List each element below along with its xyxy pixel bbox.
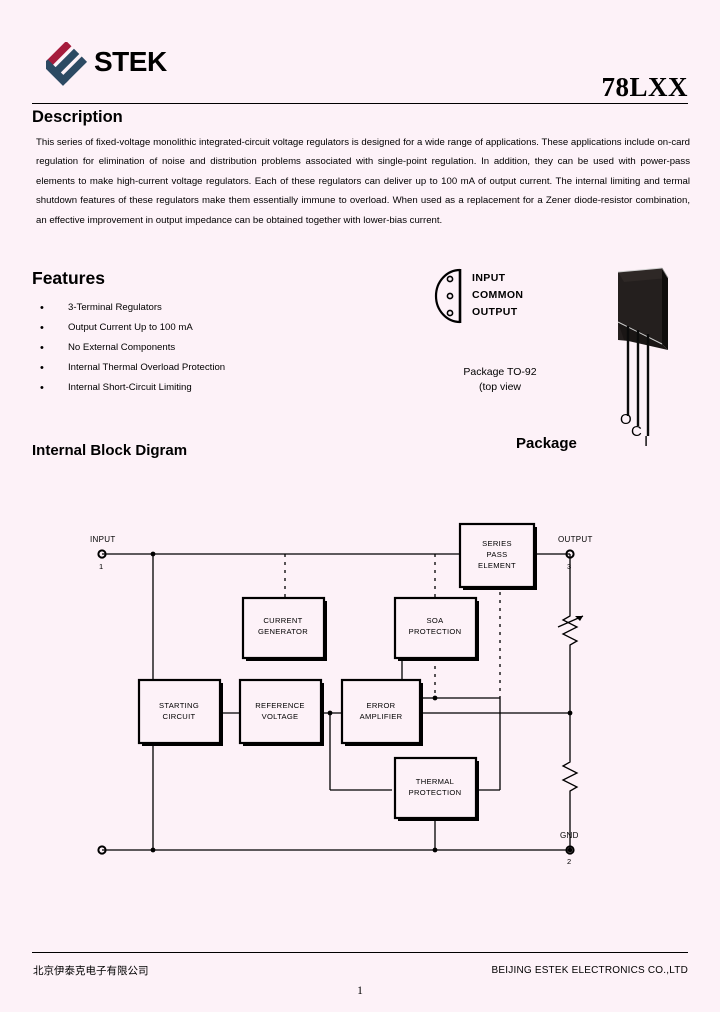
reference-voltage-box <box>238 678 323 745</box>
terminal-label-input: INPUT <box>90 535 116 544</box>
description-body: This series of fixed-voltage monolithic … <box>36 137 690 226</box>
terminal-label-output: OUTPUT <box>558 535 593 544</box>
header-divider <box>32 103 688 104</box>
pin-label-common: COMMON <box>472 289 524 301</box>
terminal-number-output: 3 <box>567 562 571 571</box>
to92-body-top <box>618 268 668 282</box>
block-label: PASS <box>487 550 508 559</box>
error-amplifier-box <box>340 678 422 745</box>
page-number: 1 <box>357 985 363 997</box>
company-logo: STEK <box>46 40 346 92</box>
block-label: GENERATOR <box>258 627 308 636</box>
package-heading: Package <box>516 435 577 452</box>
resistor-lower <box>561 758 579 795</box>
internal-block-diagram: .wire { stroke:#000; stroke-width:1.3; f… <box>90 522 593 865</box>
lead-label-i: I <box>644 433 648 446</box>
block-label: REFERENCE <box>255 701 305 710</box>
estek-logo-icon <box>46 42 88 86</box>
list-item: • Internal Thermal Overload Protection <box>38 358 338 378</box>
series-pass-element-box <box>458 522 536 589</box>
bullet-icon: • <box>40 322 44 334</box>
terminal-number-input: 1 <box>99 562 103 571</box>
starting-circuit-box <box>137 678 222 745</box>
block-label: PROTECTION <box>409 788 462 797</box>
list-item: • 3-Terminal Regulators <box>38 298 338 318</box>
thermal-protection-box <box>393 756 478 820</box>
list-item: • Output Current Up to 100 mA <box>38 318 338 338</box>
package-caption-line1: Package TO-92 <box>463 366 537 378</box>
block-label: SOA <box>427 616 445 625</box>
to92-body-front <box>618 268 662 344</box>
lead-label-c: C <box>631 423 642 440</box>
feature-label: Internal Thermal Overload Protection <box>68 362 226 373</box>
block-label: ELEMENT <box>478 561 516 570</box>
brand-name: STEK <box>94 46 167 77</box>
pin-label-output: OUTPUT <box>472 306 518 318</box>
feature-label: Internal Short-Circuit Limiting <box>68 382 192 393</box>
block-label: PROTECTION <box>409 627 462 636</box>
terminal-gnd-left-node <box>97 845 107 855</box>
footer-company-cn: 北京伊泰克电子有限公司 <box>33 965 149 977</box>
block-label: SERIES <box>482 539 512 548</box>
description-heading: Description <box>32 108 123 126</box>
to92-package-drawing: O C I <box>617 267 669 446</box>
part-number-title: 78LXX <box>601 72 688 102</box>
to92-body-side <box>662 268 668 350</box>
footer-company-en: BEIJING ESTEK ELECTRONICS CO.,LTD <box>491 965 688 976</box>
feature-label: No External Components <box>68 342 176 353</box>
block-label: CIRCUIT <box>163 712 196 721</box>
terminal-number-gnd: 2 <box>567 857 571 865</box>
block-diagram-heading: Internal Block Digram <box>32 442 188 459</box>
soa-protection-box <box>393 596 478 660</box>
resistor-upper <box>561 610 579 651</box>
pinout-diagram: INPUT COMMON OUTPUT <box>420 268 600 328</box>
terminal-gnd-node <box>565 845 575 855</box>
terminal-input-node <box>97 549 107 559</box>
list-item: • Internal Short-Circuit Limiting <box>38 378 338 398</box>
block-label: ERROR <box>367 701 396 710</box>
bullet-icon: • <box>40 342 44 354</box>
package-caption: Package TO-92 (top view <box>420 365 580 395</box>
footer-divider <box>32 952 688 953</box>
features-list: • 3-Terminal Regulators • Output Current… <box>38 298 338 398</box>
feature-label: 3-Terminal Regulators <box>68 302 162 313</box>
block-label: AMPLIFIER <box>360 712 403 721</box>
junction-dot <box>150 847 156 853</box>
current-generator-box <box>241 596 326 660</box>
bullet-icon: • <box>40 302 44 314</box>
terminal-label-gnd: GND <box>560 831 579 840</box>
resistor-arrowhead <box>575 616 583 621</box>
to92-outline-icon <box>434 268 462 324</box>
pin-label-input: INPUT <box>472 272 506 284</box>
package-caption-line2: (top view <box>478 381 521 393</box>
bullet-icon: • <box>40 362 44 374</box>
bullet-icon: • <box>40 382 44 394</box>
block-label: CURRENT <box>263 616 302 625</box>
lead-label-o: O <box>620 411 632 428</box>
list-item: • No External Components <box>38 338 338 358</box>
block-label: STARTING <box>159 701 199 710</box>
terminal-output-node <box>565 549 575 559</box>
features-heading: Features <box>32 268 105 288</box>
feature-label: Output Current Up to 100 mA <box>68 322 193 333</box>
to92-body-bevel <box>618 322 668 350</box>
block-label: VOLTAGE <box>262 712 299 721</box>
block-label: THERMAL <box>416 777 454 786</box>
junction-dot <box>150 551 156 557</box>
